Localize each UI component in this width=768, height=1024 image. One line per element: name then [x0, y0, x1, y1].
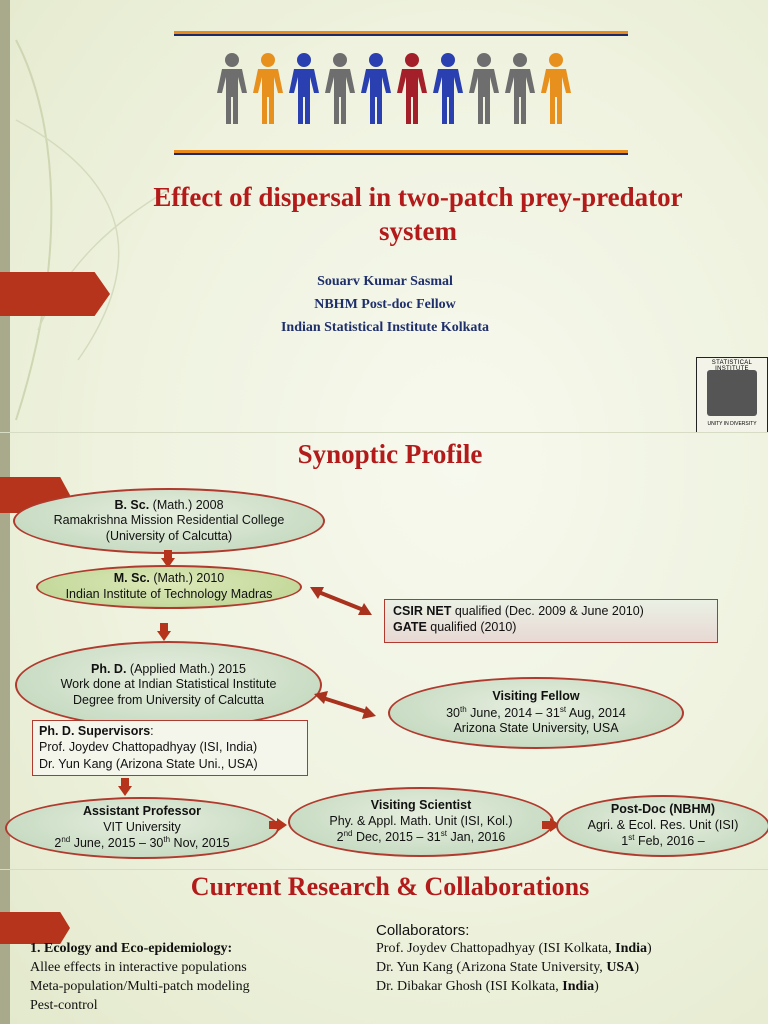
person-icon	[289, 53, 319, 124]
arrow-down-icon	[118, 778, 132, 796]
topic-item-3: Pest-control	[30, 997, 98, 1013]
phd-line1: Ph. D. (Applied Math.) 2015	[91, 661, 246, 676]
supervisors-title: Ph. D. Supervisors:	[39, 724, 154, 738]
supervisors-box: Ph. D. Supervisors: Prof. Joydev Chattop…	[32, 720, 308, 776]
collaborator-3: Dr. Dibakar Ghosh (ISI Kolkata, India)	[376, 978, 599, 994]
slide-divider	[0, 869, 768, 870]
arrow-right-icon	[542, 818, 560, 832]
person-icon	[433, 53, 463, 124]
arrow-down-icon	[161, 550, 175, 568]
author-name: Souarv Kumar Sasmal	[317, 274, 453, 289]
msc-line2: Indian Institute of Technology Madras	[65, 587, 273, 601]
collaborator-2: Dr. Yun Kang (Arizona State University, …	[376, 959, 639, 975]
arrow-down-icon	[157, 623, 171, 641]
msc-ellipse: M. Sc. (Math.) 2010 Indian Institute of …	[36, 565, 302, 609]
author-position: NBHM Post-doc Fellow	[314, 297, 456, 312]
csir-line1: CSIR NET qualified (Dec. 2009 & June 201…	[393, 604, 644, 618]
scientist-ellipse: Visiting Scientist Phy. & Appl. Math. Un…	[288, 787, 554, 857]
fellow-ellipse: Visiting Fellow 30th June, 2014 – 31st A…	[388, 677, 684, 749]
bsc-ellipse: B. Sc. (Math.) 2008 Ramakrishna Mission …	[13, 488, 325, 554]
topic-item-2: Meta-population/Multi-patch modeling	[30, 978, 250, 994]
research-slide: Current Research & Collaborations Collab…	[0, 870, 768, 1024]
asst-prof-ellipse: Assistant Professor VIT University 2nd J…	[5, 797, 279, 859]
scientist-line2: Phy. & Appl. Math. Unit (ISI, Kol.)	[329, 813, 513, 828]
person-icon	[253, 53, 283, 124]
slide-divider	[0, 432, 768, 433]
topic-item-1: Allee effects in interactive populations	[30, 959, 247, 975]
left-bar	[0, 0, 10, 433]
fellow-dates: 30th June, 2014 – 31st Aug, 2014	[446, 704, 626, 720]
isi-logo-motto: UNITY IN DIVERSITY	[707, 421, 757, 427]
top-rule-navy	[174, 34, 628, 36]
msc-line1: M. Sc. (Math.) 2010	[113, 571, 225, 586]
collaborators-list: Prof. Joydev Chattopadhyay (ISI Kolkata,…	[376, 940, 756, 997]
person-icon	[217, 53, 247, 124]
people-icon-row	[217, 53, 571, 124]
top-rule-orange	[174, 31, 628, 34]
author-affiliation: Indian Statistical Institute Kolkata	[280, 320, 490, 335]
person-icon	[505, 53, 535, 124]
phd-line2: Work done at Indian Statistical Institut…	[60, 677, 277, 692]
research-topics: 1. Ecology and Eco-epidemiology: Allee e…	[30, 940, 360, 1016]
double-arrow-icon	[314, 691, 376, 719]
asst-prof-dates: 2nd June, 2015 – 30th Nov, 2015	[54, 835, 230, 851]
scientist-dates: 2nd Dec, 2015 – 31st Jan, 2016	[336, 829, 506, 845]
postdoc-ellipse: Post-Doc (NBHM) Agri. & Ecol. Res. Unit …	[556, 795, 768, 857]
person-icon	[325, 53, 355, 124]
collaborators-heading: Collaborators:	[376, 922, 470, 939]
person-icon	[397, 53, 427, 124]
postdoc-line2: Agri. & Ecol. Res. Unit (ISI)	[587, 817, 739, 832]
person-icon	[361, 53, 391, 124]
postdoc-dates: 1st Feb, 2016 –	[621, 833, 705, 849]
isi-logo: STATISTICAL INSTITUTE UNITY IN DIVERSITY	[696, 357, 768, 433]
fellow-line3: Arizona State University, USA	[453, 721, 619, 736]
isi-logo-image	[707, 370, 757, 416]
bottom-rule-orange	[174, 150, 628, 153]
red-tab	[0, 912, 70, 944]
phd-line3: Degree from University of Calcutta	[72, 692, 265, 707]
title-slide: Effect of dispersal in two-patch prey-pr…	[0, 0, 768, 433]
phd-ellipse: Ph. D. (Applied Math.) 2015 Work done at…	[15, 641, 322, 729]
profile-slide: Synoptic Profile B. Sc. (Math.) 2008 Ram…	[0, 433, 768, 870]
talk-title-line1: Effect of dispersal in two-patch prey-pr…	[153, 182, 683, 212]
asst-prof-title: Assistant Professor	[82, 803, 202, 818]
supervisor-2: Dr. Yun Kang (Arizona State Uni., USA)	[39, 756, 258, 771]
arrow-right-icon	[269, 818, 287, 832]
postdoc-title: Post-Doc (NBHM)	[610, 801, 716, 816]
scientist-title: Visiting Scientist	[370, 797, 472, 812]
bottom-rule-navy	[174, 153, 628, 155]
left-bar	[0, 870, 10, 1024]
talk-title-line2: system	[379, 216, 457, 246]
person-icon	[541, 53, 571, 124]
isi-logo-text: STATISTICAL INSTITUTE	[711, 360, 753, 372]
double-arrow-icon	[310, 587, 372, 615]
talk-title: Effect of dispersal in two-patch prey-pr…	[60, 180, 768, 248]
topic-heading: 1. Ecology and Eco-epidemiology:	[30, 941, 233, 956]
csir-box: CSIR NET qualified (Dec. 2009 & June 201…	[384, 599, 718, 643]
fellow-title: Visiting Fellow	[492, 688, 580, 703]
person-icon	[469, 53, 499, 124]
csir-line2: GATE qualified (2010)	[393, 620, 517, 635]
bsc-line1: B. Sc. (Math.) 2008	[114, 497, 224, 512]
bsc-line2: Ramakrishna Mission Residential College	[53, 513, 285, 528]
red-tab	[0, 272, 110, 316]
bsc-line3: (University of Calcutta)	[105, 528, 233, 543]
collaborator-1: Prof. Joydev Chattopadhyay (ISI Kolkata,…	[376, 941, 652, 956]
asst-prof-line2: VIT University	[103, 819, 181, 834]
left-bar	[0, 433, 10, 870]
synoptic-title: Synoptic Profile	[297, 439, 483, 469]
supervisor-1: Prof. Joydev Chattopadhyay (ISI, India)	[39, 740, 258, 755]
research-title: Current Research & Collaborations	[190, 872, 590, 901]
